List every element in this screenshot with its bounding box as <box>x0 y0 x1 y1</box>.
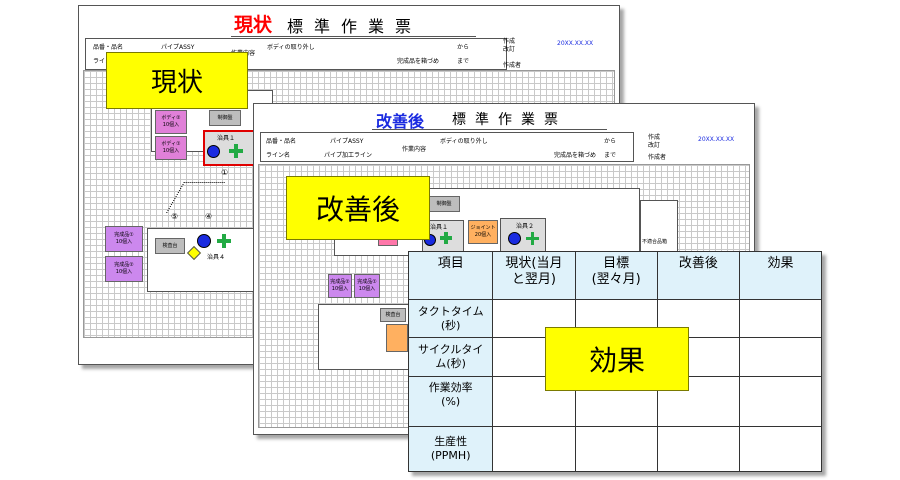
from-label: から <box>604 138 617 145</box>
inspection-table: 検査台 <box>380 308 406 322</box>
control-panel: 制御盤 <box>428 196 460 212</box>
table-cell <box>738 299 823 339</box>
row-label-cycle: サイクルタイ ム(秒) <box>407 337 494 377</box>
title-underline <box>231 36 476 37</box>
author-label: 作成者 <box>503 62 522 69</box>
revised-label: 改訂 <box>503 46 516 53</box>
created-label: 作成 <box>503 38 516 45</box>
to-label: まで <box>604 152 617 159</box>
to-value: 完成品を箱づめ <box>554 152 597 159</box>
table-cell <box>574 425 658 473</box>
operator-icon-2 <box>197 234 211 248</box>
revised-label: 改訂 <box>648 142 661 149</box>
body1-box: ボディ① 10個入 <box>155 136 187 160</box>
quality-cross-icon-2 <box>526 232 539 245</box>
finished2-box: 完成品② 10個入 <box>328 274 352 298</box>
step-1: ① <box>221 168 229 177</box>
table-cell <box>492 425 576 473</box>
jig4-label: 治具４ <box>207 254 226 261</box>
row-label-efficiency: 作業効率 (%) <box>407 375 494 427</box>
defect-box-label: 不適合品箱 <box>642 239 668 245</box>
table-cell <box>738 375 823 427</box>
quality-cross-icon <box>440 232 452 244</box>
defect-area <box>640 200 678 258</box>
improved-label: 改善後 <box>286 176 430 240</box>
table-cell <box>738 337 823 377</box>
quality-cross-icon <box>229 144 243 158</box>
finished2-box: 完成品② 10個入 <box>105 256 143 282</box>
header-effect: 効果 <box>738 250 823 301</box>
table-cell <box>738 425 823 473</box>
to-value: 完成品を箱づめ <box>397 58 440 65</box>
created-label: 作成 <box>648 134 661 141</box>
to-label: まで <box>457 58 470 65</box>
jig1-label: 治具１ <box>430 224 449 231</box>
header-table <box>260 132 634 162</box>
from-label: から <box>457 44 470 51</box>
row-label-takt: タクトタイム (秒) <box>407 299 494 339</box>
header-table <box>85 38 507 70</box>
header-current: 現状(当月 と翌月) <box>492 250 576 301</box>
date-value: 20XX.XX.XX <box>557 40 594 47</box>
operator-icon-2 <box>508 232 521 245</box>
product-value: パイプASSY <box>161 44 195 51</box>
line-label: ライン名 <box>93 58 118 65</box>
finished1-box: 完成品① 10個入 <box>105 226 143 252</box>
sheet-title-highlight: 現状 <box>234 14 273 36</box>
line-label: ライン名 <box>266 152 291 159</box>
box-orange-2 <box>386 324 408 352</box>
jig2-box <box>500 218 546 252</box>
sheet-title-highlight: 改善後 <box>376 112 425 131</box>
title-underline <box>372 129 607 130</box>
sheet-title: 標準作業票 <box>452 112 567 128</box>
product-label: 品番・品名 <box>93 44 124 51</box>
line-value: パイプ加工ライン <box>324 152 373 159</box>
inspection-table: 検査台 <box>155 238 185 254</box>
date-value: 20XX.XX.XX <box>698 136 735 143</box>
jig2-label: 治具２ <box>516 223 535 230</box>
product-label: 品番・品名 <box>266 138 297 145</box>
control-panel: 制御盤 <box>209 110 241 126</box>
table-cell <box>656 425 740 473</box>
current-label: 現状 <box>106 52 248 109</box>
work-value: ボディの取り外し <box>440 138 488 145</box>
header-item: 項目 <box>407 250 494 301</box>
product-value: パイプASSY <box>330 138 364 145</box>
row-label-productivity: 生産性 (PPMH) <box>407 425 494 473</box>
step-5: ⑤ <box>171 212 179 221</box>
header-after: 改善後 <box>656 250 740 301</box>
work-value: ボディの取り外し <box>267 44 315 51</box>
body2-box: ボディ② 10個入 <box>155 110 187 134</box>
jig1-label: 治具１ <box>217 135 236 142</box>
finished1-box: 完成品① 10個入 <box>354 274 380 298</box>
header-target: 目標 (翌々月) <box>574 250 658 301</box>
joint-box: ジョイント 20個入 <box>468 220 498 244</box>
work-label: 作業内容 <box>402 146 427 153</box>
quality-cross-icon-2 <box>217 234 231 248</box>
author-label: 作成者 <box>648 154 667 161</box>
step-4: ④ <box>205 212 213 221</box>
effect-label: 効果 <box>545 327 689 391</box>
sheet-title: 標準作業票 <box>287 17 423 36</box>
operator-icon <box>207 145 220 158</box>
